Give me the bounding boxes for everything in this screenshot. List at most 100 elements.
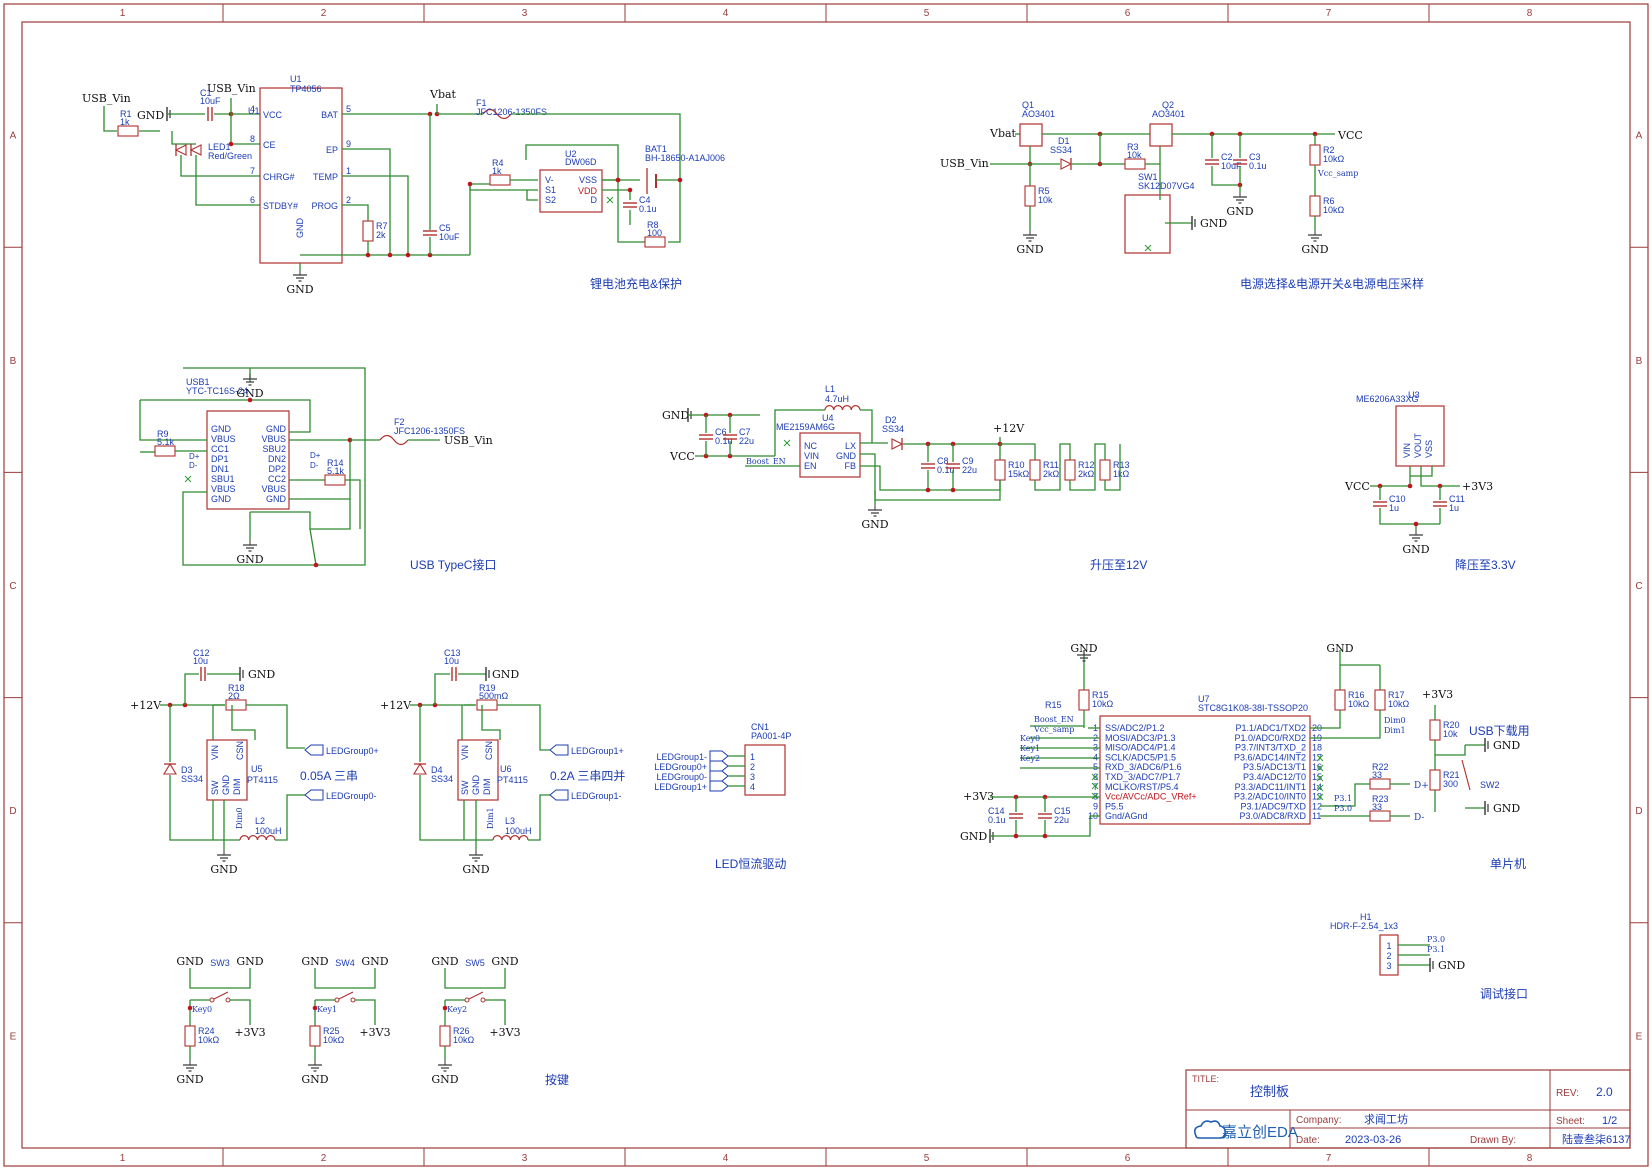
switch-sw4[interactable] [334,991,356,1003]
capacitor-c13[interactable] [451,667,457,681]
ref-label: F2 [394,417,405,427]
pin-name: EN [804,461,817,471]
gnd-label: GND [301,1073,328,1086]
usb-typec-usb1[interactable] [206,410,290,510]
resistor-r4[interactable] [489,174,511,186]
ref-label: R3 [1127,142,1139,152]
value-label: ME2159AM6G [776,422,835,432]
no-connect-mark [1316,784,1324,792]
diode-d1[interactable] [1060,158,1073,170]
resistor-r23[interactable] [1369,810,1391,822]
mosfet-q1[interactable] [1019,123,1043,147]
switch-sw5[interactable] [464,991,486,1003]
diode-d3[interactable] [163,762,177,775]
column-marker: 2 [321,1153,327,1164]
row-marker: C [9,581,16,592]
net-dim0: Dim0 [1384,716,1406,725]
value-label: 10uF [439,232,460,242]
wire [602,189,631,200]
resistor-r7[interactable] [362,220,374,242]
capacitor-c4[interactable] [623,202,637,208]
pin-name: VIN [804,451,819,461]
connector-cn1[interactable] [744,744,786,796]
capacitor-c15[interactable] [1038,813,1052,819]
resistor-r9[interactable] [154,445,176,457]
ic-u3[interactable] [1395,405,1445,467]
resistor-r18[interactable] [225,699,247,711]
mcu-u7[interactable] [1099,715,1311,825]
resistor-r16[interactable] [1334,689,1346,711]
resistor-r17[interactable] [1374,689,1386,711]
value-label: SS34 [431,774,453,784]
fuse-f2[interactable] [379,434,409,446]
inductor-l1[interactable] [824,405,861,411]
resistor-r25[interactable] [309,1025,321,1047]
capacitor-c14[interactable] [1009,813,1023,819]
ic-u5[interactable] [206,739,248,801]
resistor-r3[interactable] [1124,158,1146,170]
resistor-r26[interactable] [439,1025,451,1047]
resistor-r22[interactable] [1369,778,1391,790]
resistor-r13[interactable] [1099,459,1111,481]
resistor-r19[interactable] [476,699,498,711]
capacitor-c2[interactable] [1205,159,1219,165]
capacitor-c3[interactable] [1233,159,1247,165]
resistor-r2[interactable] [1309,144,1321,166]
capacitor-c6[interactable] [699,434,713,440]
capacitor-c12[interactable] [200,667,206,681]
ic-u2[interactable] [539,169,603,213]
inductor-l3[interactable] [492,835,529,841]
inductor-l2[interactable] [239,835,276,841]
svg-text:14: 14 [1312,782,1322,792]
resistor-r11[interactable] [1029,459,1041,481]
value-label: 100uH [255,826,282,836]
mosfet-q2[interactable] [1149,123,1173,147]
svg-text:18: 18 [1312,743,1322,753]
resistor-r6[interactable] [1309,195,1321,217]
fuse-f1[interactable] [482,108,512,120]
ic-u4[interactable] [799,432,861,478]
resistor-r24[interactable] [184,1025,196,1047]
gnd-label: GND [431,955,458,968]
resistor-r14[interactable] [324,474,346,486]
pin-name: Gnd/AGnd [1105,811,1148,821]
ref-label: R15 [1092,690,1109,700]
resistor-r10[interactable] [994,459,1006,481]
resistor-r20[interactable] [1429,719,1441,741]
led1-red[interactable] [174,144,187,156]
junction-dot [1013,833,1019,839]
sheet-label: Sheet: [1556,1116,1585,1127]
switch-sw1[interactable] [1124,194,1171,254]
capacitor-c8[interactable] [921,463,935,469]
resistor-r21[interactable] [1429,769,1441,791]
switch-sw3[interactable] [209,991,231,1003]
pin-name: LX [845,441,856,451]
pin-name: DP1 [211,454,229,464]
capacitor-c7[interactable] [723,434,737,440]
ref-label: L3 [505,816,515,826]
value-label: PT4115 [497,775,528,785]
diode-d4[interactable] [413,762,427,775]
net-p31: P3.1 [1334,794,1352,803]
capacitor-c10[interactable] [1373,501,1387,507]
led1-green[interactable] [189,144,202,156]
switch-sw2-contact[interactable] [1461,759,1471,791]
capacitor-c1[interactable] [207,107,213,121]
capacitor-c9[interactable] [946,463,960,469]
ref-label: R7 [376,221,388,231]
gnd-symbol [1023,230,1037,242]
capacitor-c5[interactable] [423,230,437,236]
diode-d2[interactable] [891,438,904,450]
ic-u6[interactable] [457,739,499,801]
resistor-r12[interactable] [1064,459,1076,481]
pin-name: P3.3/ADC11/INT1 [1235,782,1306,792]
value-label: 100 [647,228,662,238]
resistor-r5[interactable] [1024,185,1036,207]
resistor-r1[interactable] [117,125,139,137]
capacitor-c11[interactable] [1433,501,1447,507]
row-marker: B [1636,356,1643,367]
resistor-r15[interactable] [1078,689,1090,711]
resistor-r8[interactable] [644,236,666,248]
ref-label: Q1 [1022,100,1034,110]
wire [231,705,256,740]
